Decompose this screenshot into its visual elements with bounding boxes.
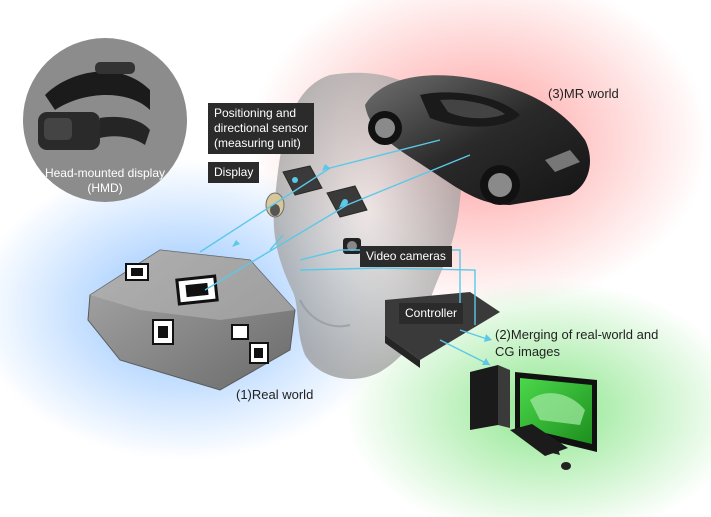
- merging-label: (2)Merging of real-world and CG images: [495, 327, 659, 359]
- virtual-car: [365, 75, 590, 205]
- sensor-unit: [265, 192, 285, 218]
- signal-arrowheads: [232, 164, 492, 365]
- sensor-label: Positioning and directional sensor (meas…: [208, 103, 315, 154]
- hmd-display-panels: [282, 165, 368, 218]
- controller-label: Controller: [399, 303, 464, 324]
- keyboard: [510, 424, 571, 470]
- mr-world-label: (3)MR world: [548, 86, 619, 101]
- hmd-photo: [23, 38, 187, 202]
- video-camera: [343, 238, 361, 254]
- hmd-label: Head-mounted display (HMD): [44, 166, 166, 195]
- video-cameras-label: Video cameras: [360, 246, 452, 267]
- real-world-label: (1)Real world: [236, 387, 314, 402]
- computer-tower: [470, 365, 510, 430]
- display-label: Display: [208, 162, 260, 183]
